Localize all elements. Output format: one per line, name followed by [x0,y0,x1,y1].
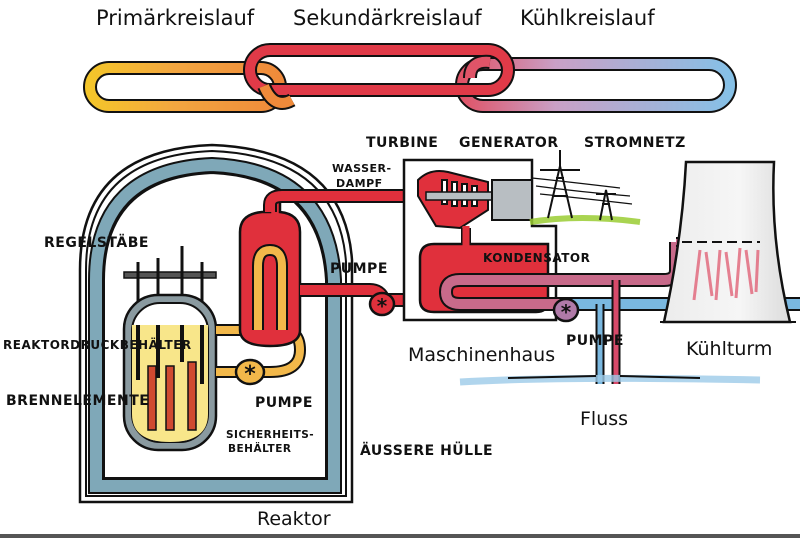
label-fuel-elements: BRENNELEMENTE [6,393,150,409]
label-reactor: Reaktor [257,508,331,530]
outer-shell [78,143,354,504]
label-containment-line2: BEHÄLTER [228,443,292,455]
secondary-pump: * [368,291,396,318]
reactor-building: * [78,143,354,504]
cooling-pump: * [552,297,580,324]
label-machine-house: Maschinenhaus [408,344,556,366]
label-secondary-loop: Sekundärkreislauf [293,6,482,30]
svg-text:*: * [244,362,256,387]
label-primary-pump: PUMPE [255,395,313,411]
steam-generator [238,198,302,348]
label-steam-line2: DAMPF [336,177,383,190]
primary-pump: * [234,358,266,387]
label-cooling-loop: Kühlkreislauf [520,6,655,30]
label-steam-line1: WASSER- [332,162,392,175]
label-condenser: KONDENSATOR [483,251,591,265]
label-power-grid: STROMNETZ [584,135,686,151]
power-grid [529,150,641,225]
label-control-rods: REGELSTÄBE [44,235,149,251]
label-containment-line1: SICHERHEITS- [226,429,315,441]
spray-marks [692,247,760,301]
label-outer-shell: ÄUSSERE HÜLLE [360,443,494,459]
label-turbine: TURBINE [366,135,439,151]
label-secondary-pump: PUMPE [330,261,388,277]
label-cooling-pump: PUMPE [566,333,624,349]
pressure-vessel [122,293,218,452]
generator [491,179,533,221]
label-pressure-vessel: REAKTORDRUCKBEHÄLTER [3,338,192,352]
label-generator: GENERATOR [459,135,559,151]
svg-text:*: * [561,300,572,324]
label-primary-loop: Primärkreislauf [96,6,255,30]
fuel-rods [147,361,197,431]
pylon-large [540,150,580,219]
loop-chain [83,43,737,113]
svg-text:*: * [377,294,388,318]
river [459,374,761,386]
cooling-tower [660,160,796,324]
label-cooling-tower: Kühlturm [686,338,773,360]
label-river: Fluss [580,408,629,430]
